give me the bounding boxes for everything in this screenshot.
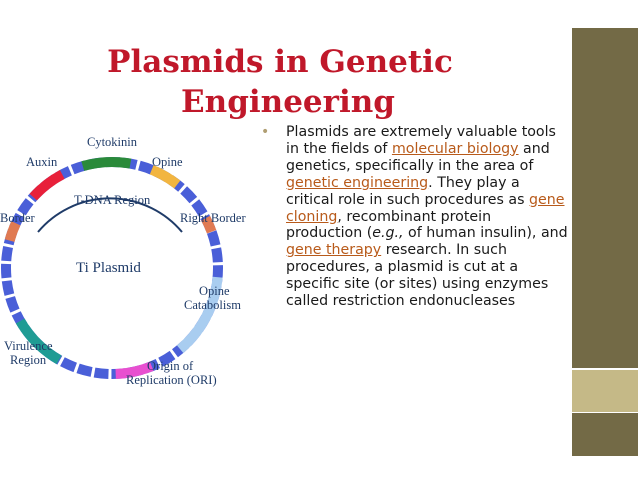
segment-opine-catabolism [176, 276, 223, 354]
link-genetic-engineering[interactable]: genetic engineering [286, 174, 429, 191]
body-text-segment: research. In such procedures, a plasmid … [286, 242, 549, 310]
decor-bar-bottom [572, 413, 638, 456]
label-auxin: Auxin [26, 155, 58, 169]
label-right-border: Right Border [180, 211, 246, 225]
segment-ori [115, 361, 154, 379]
label-ori-line2: Replication (ORI) [126, 373, 217, 387]
body-text-segment: Plasmids are extremely valuable tools in… [286, 124, 556, 157]
label-left-border: Border [0, 211, 36, 225]
body-text-segment: and genetics, specifically in the area o… [286, 140, 550, 174]
label-ori-line1: Origin of [147, 359, 194, 373]
segment-right-border [201, 215, 217, 234]
label-opine-catabolism-line2: Catabolism [184, 298, 241, 312]
segment-cytokinin [81, 157, 132, 171]
bullet-icon: • [261, 124, 270, 140]
label-cytokinin: Cytokinin [87, 135, 138, 149]
body-text-segment: , recombinant protein production ( [286, 208, 492, 242]
label-ti-plasmid: Ti Plasmid [76, 260, 141, 276]
decor-bar-middle [572, 370, 638, 412]
title-line-1: Plasmids in Genetic [107, 44, 453, 80]
decor-bar-top [572, 28, 638, 368]
title-line-2: Engineering [181, 84, 395, 120]
label-virulence-line1: Virulence [4, 339, 53, 353]
body-text-segment: of human insulin), and [403, 225, 568, 242]
segment-virulence [15, 318, 62, 365]
body-paragraph: Plasmids are extremely valuable tools in… [270, 124, 570, 310]
segment-opine [149, 165, 181, 189]
label-opine: Opine [152, 155, 183, 169]
link-gene-therapy[interactable]: gene therapy [286, 242, 382, 259]
t-dna-region-arc [37, 197, 183, 233]
body-text-segment: e.g., [372, 225, 404, 242]
body-text-segment: . They play a critical role in such proc… [286, 174, 530, 208]
plasmid-segments [4, 157, 223, 379]
ti-plasmid-diagram: Cytokinin Auxin Opine T-DNA Region Borde… [0, 135, 246, 387]
slide-title: Plasmids in Genetic Engineering [0, 42, 560, 122]
link-gene-cloning[interactable]: gene cloning [286, 191, 565, 225]
segment-left-border [4, 221, 21, 242]
label-virulence-line2: Region [10, 353, 47, 367]
label-t-dna-region: T-DNA Region [74, 193, 151, 207]
segment-auxin [29, 169, 65, 201]
label-opine-catabolism-line1: Opine [199, 284, 230, 298]
link-molecular-biology[interactable]: molecular biology [391, 140, 519, 157]
body-text-block: • Plasmids are extremely valuable tools … [261, 124, 570, 310]
